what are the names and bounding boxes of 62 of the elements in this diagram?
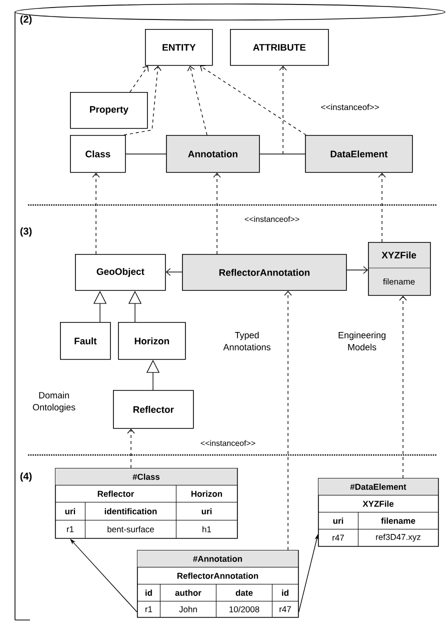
- arrow: [166, 268, 182, 276]
- table-cell: id: [137, 584, 160, 602]
- text-label: <<instanceof>>: [244, 216, 300, 222]
- table-cell: identification: [85, 502, 176, 520]
- arrow: [346, 266, 368, 274]
- arrow: [200, 65, 306, 136]
- table-cell: John: [160, 601, 216, 618]
- table-cell: r1: [137, 601, 160, 618]
- table-cell: h1: [176, 520, 238, 538]
- table-cell: r47: [272, 601, 298, 618]
- table-cell: id: [272, 584, 298, 602]
- arrow: [284, 290, 292, 550]
- class-box: Reflector: [113, 390, 194, 429]
- class-box: Fault: [60, 322, 111, 360]
- table-cell: date: [216, 584, 272, 602]
- text-label: (3): [20, 227, 32, 237]
- table-cell: r1: [55, 520, 86, 538]
- text-label: Typed Annotations: [223, 332, 270, 350]
- table-cell: ref3D47.xyz: [358, 529, 438, 546]
- table-cell: 10/2008: [216, 601, 272, 618]
- table-cell: #DataElement: [318, 478, 438, 496]
- data-table: [55, 468, 238, 539]
- class-box: XYZFile filename: [368, 242, 431, 296]
- text-label: (2): [20, 15, 32, 25]
- arrow: [124, 66, 162, 136]
- table-cell: ReflectorAnnotation: [137, 567, 298, 584]
- arrow: [279, 66, 287, 154]
- class-box: Property: [70, 92, 148, 129]
- table-cell: Horizon: [176, 485, 238, 502]
- arrow: [213, 172, 221, 254]
- table-cell: uri: [176, 502, 238, 520]
- arrow: [378, 172, 386, 242]
- class-box: ATTRIBUTE: [230, 29, 329, 66]
- class-box: Class: [70, 135, 126, 173]
- table-cell: filename: [358, 512, 438, 530]
- table-cell: #Class: [55, 468, 238, 486]
- data-table: [318, 478, 439, 547]
- arrow: [127, 428, 135, 468]
- arrow: [92, 172, 100, 254]
- data-table: [137, 550, 299, 618]
- table-cell: r47: [318, 529, 358, 546]
- text-label: Engineering Models: [338, 332, 386, 350]
- table-cell: uri: [318, 512, 358, 530]
- arrow: [399, 296, 407, 478]
- arrow: [130, 66, 149, 92]
- table-cell: Reflector: [55, 485, 176, 502]
- arrow: [187, 66, 208, 136]
- table-cell: #Annotation: [137, 550, 298, 568]
- text-label: (4): [20, 472, 32, 482]
- class-box: GeoObject: [75, 254, 166, 291]
- class-box: DataElement: [305, 135, 413, 173]
- class-box: ReflectorAnnotation: [182, 254, 347, 291]
- table-cell: author: [160, 584, 216, 602]
- text-label: <<instanceof>>: [321, 104, 379, 110]
- class-box: Annotation: [166, 135, 260, 173]
- table-cell: uri: [55, 502, 86, 520]
- class-box: Horizon: [118, 322, 186, 360]
- table-cell: bent-surface: [85, 520, 176, 538]
- table-cell: XYZFile: [318, 495, 438, 512]
- text-label: Domain Ontologies: [32, 392, 76, 412]
- class-box: ENTITY: [145, 29, 213, 66]
- text-label: <<instanceof>>: [200, 440, 256, 446]
